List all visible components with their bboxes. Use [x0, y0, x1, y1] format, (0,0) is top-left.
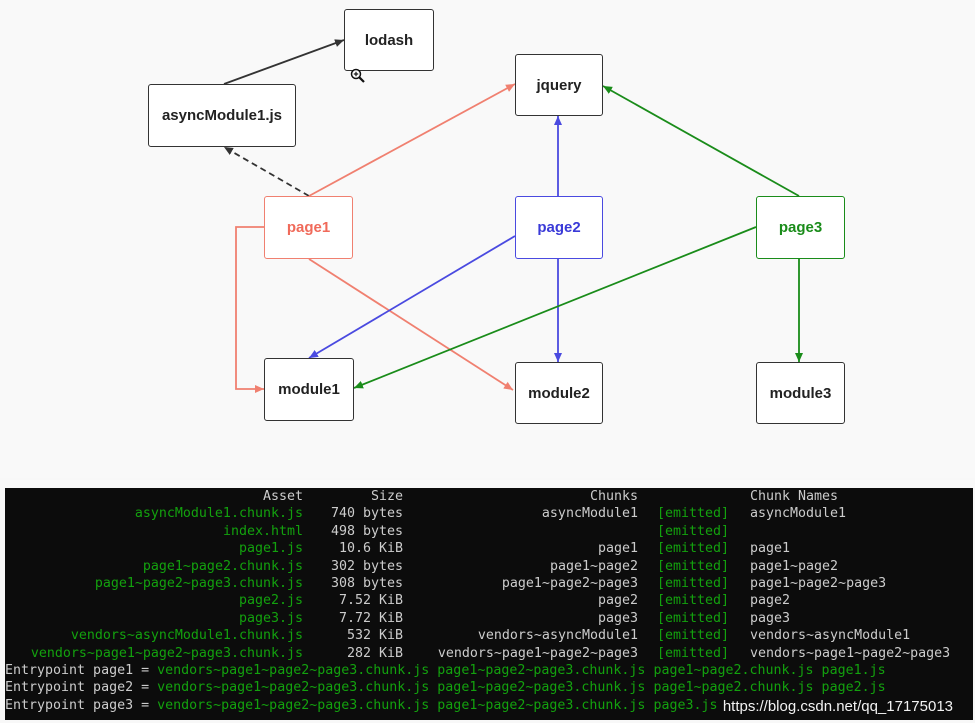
asset-size: 532 KiB — [346, 628, 403, 644]
node-label: page2 — [537, 219, 581, 236]
entrypoint-label: Entrypoint page2 = — [5, 680, 158, 696]
dependency-diagram: lodash asyncModule1.js jquery page1 page… — [148, 9, 845, 424]
edge-page1-to-module2 — [308, 258, 514, 391]
node-label: jquery — [536, 76, 582, 94]
zoom-in-icon — [350, 68, 365, 83]
asset-row: page1~page2.chunk.js 302 bytes page1~page2… — [5, 558, 973, 575]
watermark-url: https://blog.csdn.net/qq_17175013 — [722, 698, 953, 715]
asset-row: page2.js 7.52 KiB page2 [emitted] page2 — [5, 592, 973, 609]
asset-table: asyncModule1.chunk.js 740 bytes asyncModul… — [5, 505, 973, 662]
asset-chunks: page1 — [597, 541, 638, 557]
asset-name: vendors~asyncModule1.chunk.js — [70, 628, 303, 644]
asset-name: page1.js — [238, 541, 303, 557]
asset-status: [emitted] — [657, 610, 730, 626]
node-page1: page1 — [264, 196, 353, 259]
node-label: module2 — [528, 384, 590, 402]
node-label: lodash — [364, 31, 414, 49]
edge-page3-to-jquery — [602, 85, 800, 197]
node-label: module1 — [278, 381, 340, 398]
asset-chunk-name: page1~page2 — [750, 558, 839, 574]
node-jquery: jquery — [515, 54, 603, 116]
asset-chunk-name: asyncModule1 — [750, 506, 847, 522]
asset-chunk-name: vendors~asyncModule1 — [750, 628, 911, 644]
asset-name: index.html — [222, 523, 303, 539]
webpack-build-output: Asset Size Chunks Chunk Names asyncModul… — [5, 488, 973, 720]
node-page3: page3 — [756, 196, 845, 259]
edge-async-to-lodash — [223, 39, 345, 85]
terminal-header-row: Asset Size Chunks Chunk Names — [5, 488, 973, 505]
edge-page1-to-async — [223, 146, 310, 197]
asset-chunk-name: page2 — [750, 593, 791, 609]
node-label: page1 — [286, 219, 331, 236]
asset-size: 498 bytes — [330, 523, 403, 539]
entrypoint-files: vendors~page1~page2~page3.chunk.js page1… — [157, 680, 886, 696]
asset-name: page2.js — [238, 593, 303, 609]
edge-page1-to-module1 — [235, 226, 264, 393]
asset-chunk-name: page1~page2~page3 — [750, 575, 887, 591]
asset-status: [emitted] — [657, 628, 730, 644]
asset-size: 308 bytes — [330, 575, 403, 591]
asset-status: [emitted] — [657, 541, 730, 557]
asset-row: asyncModule1.chunk.js 740 bytes asyncModul… — [5, 505, 973, 522]
node-lodash: lodash — [344, 9, 434, 71]
asset-size: 10.6 KiB — [338, 541, 403, 557]
node-label: asyncModule1.js — [161, 107, 283, 124]
asset-status: [emitted] — [657, 506, 730, 522]
asset-chunks: vendors~page1~page2~page3 — [437, 645, 638, 661]
node-module3: module3 — [756, 362, 845, 424]
asset-size: 740 bytes — [330, 506, 403, 522]
edge-page1-to-jquery — [308, 83, 516, 197]
asset-chunks: vendors~asyncModule1 — [477, 628, 638, 644]
node-label: module3 — [769, 384, 832, 402]
entrypoint-label: Entrypoint page1 = — [5, 662, 158, 678]
asset-row: page1.js 10.6 KiB page1 [emitted] page1 — [5, 540, 973, 557]
node-module2: module2 — [515, 362, 603, 424]
header-asset: Asset — [262, 489, 303, 504]
entrypoint-files: vendors~page1~page2~page3.chunk.js page1… — [157, 697, 718, 713]
asset-chunks: page1~page2~page3 — [501, 575, 638, 591]
entrypoint-list: Entrypoint page1 = vendors~page1~page2~p… — [5, 662, 973, 714]
edge-page3-to-module1 — [353, 226, 757, 389]
node-async-module1: asyncModule1.js — [148, 84, 296, 147]
asset-name: page1~page2~page3.chunk.js — [94, 575, 303, 591]
asset-size: 302 bytes — [330, 558, 403, 574]
asset-status: [emitted] — [657, 558, 730, 574]
asset-row: index.html 498 bytes [emitted] — [5, 523, 973, 540]
header-chunks: Chunks — [589, 489, 638, 504]
asset-status: [emitted] — [657, 575, 730, 591]
asset-row: vendors~page1~page2~page3.chunk.js 282 Ki… — [5, 645, 973, 662]
entrypoint-row: Entrypoint page2 = vendors~page1~page2~p… — [5, 679, 973, 696]
asset-status: [emitted] — [657, 523, 730, 539]
asset-size: 7.52 KiB — [338, 593, 403, 609]
asset-chunks: page2 — [597, 593, 638, 609]
header-size: Size — [370, 489, 403, 504]
header-chunk-names: Chunk Names — [750, 489, 839, 504]
asset-status: [emitted] — [657, 645, 730, 661]
node-page2: page2 — [515, 196, 603, 259]
entrypoint-row: Entrypoint page3 = vendors~page1~page2~p… — [5, 697, 973, 714]
asset-name: page1~page2.chunk.js — [142, 558, 303, 574]
asset-chunk-name: page3 — [750, 610, 791, 626]
asset-chunks: asyncModule1 — [541, 506, 638, 522]
asset-name: vendors~page1~page2~page3.chunk.js — [30, 645, 303, 661]
asset-row: vendors~asyncModule1.chunk.js 532 KiB vend… — [5, 627, 973, 644]
entrypoint-row: Entrypoint page1 = vendors~page1~page2~p… — [5, 662, 973, 679]
asset-name: asyncModule1.chunk.js — [134, 506, 303, 522]
asset-row: page1~page2~page3.chunk.js 308 bytes page1… — [5, 575, 973, 592]
asset-size: 7.72 KiB — [338, 610, 403, 626]
entrypoint-files: vendors~page1~page2~page3.chunk.js page1… — [157, 662, 886, 678]
asset-chunk-name: page1 — [750, 541, 791, 557]
asset-chunks: page3 — [597, 610, 638, 626]
edge-page2-to-module1 — [308, 235, 516, 359]
node-label: page3 — [778, 219, 823, 236]
entrypoint-label: Entrypoint page3 = — [5, 697, 158, 713]
asset-name: page3.js — [238, 610, 303, 626]
asset-row: page3.js 7.72 KiB page3 [emitted] page3 — [5, 610, 973, 627]
node-module1: module1 — [264, 358, 354, 421]
asset-status: [emitted] — [657, 593, 730, 609]
asset-chunk-name: vendors~page1~page2~page3 — [750, 645, 951, 661]
asset-size: 282 KiB — [346, 645, 403, 661]
asset-chunks: page1~page2 — [549, 558, 638, 574]
diagram-edges — [223, 39, 803, 393]
